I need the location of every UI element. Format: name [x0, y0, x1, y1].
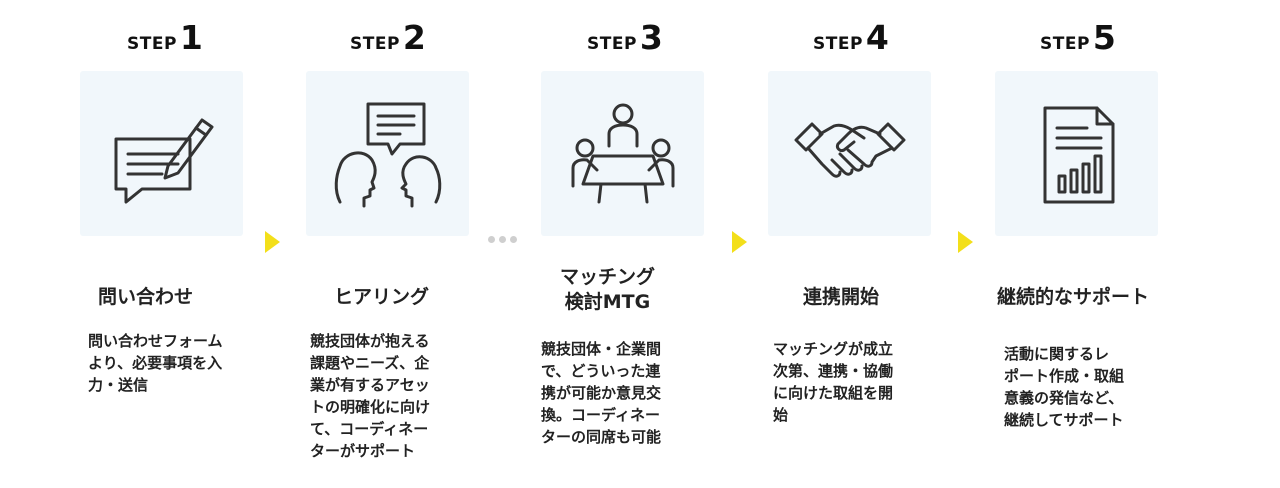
step-1-label: STEP1: [127, 18, 203, 57]
step-3-icon-box: [541, 71, 704, 236]
flow-arrow-2: [732, 231, 747, 253]
form-pen-icon: [114, 118, 213, 203]
step-1-icon-box: [80, 71, 243, 236]
step-word: STEP: [1040, 34, 1090, 54]
step-number: 2: [402, 18, 426, 57]
step-number: 3: [639, 18, 663, 57]
step-word: STEP: [350, 34, 400, 54]
step-4-label: STEP4: [813, 18, 889, 57]
step-4-description: マッチングが成立 次第、連携・協働 に向けた取組を開 始: [773, 340, 894, 424]
step-2-title: ヒアリング: [334, 286, 430, 308]
step-3-label: STEP3: [587, 18, 663, 57]
flow-arrow-1: [265, 231, 280, 253]
step-word: STEP: [813, 34, 863, 54]
meeting-icon: [571, 103, 674, 203]
step-2-description: 競技団体が抱える 課題やニーズ、企 業が有するアセッ トの明確化に向け て、コー…: [310, 332, 431, 460]
step-4-icon-box: [768, 71, 931, 236]
handshake-icon: [794, 122, 905, 178]
conversation-icon: [334, 102, 441, 207]
step-number: 5: [1092, 18, 1116, 57]
step-4-title: 連携開始: [803, 286, 880, 308]
step-2-icon-box: [306, 71, 469, 236]
step-2-label: STEP2: [350, 18, 426, 57]
dot: [488, 236, 495, 243]
step-number: 4: [865, 18, 889, 57]
step-3-title: マッチング 検討MTG: [560, 266, 656, 313]
step-number: 1: [179, 18, 203, 57]
step-1-title: 問い合わせ: [98, 286, 194, 308]
flow-arrow-3: [958, 231, 973, 253]
step-5-label: STEP5: [1040, 18, 1116, 57]
step-word: STEP: [587, 34, 637, 54]
step-5-description: 活動に関するレ ポート作成・取組 意義の発信など、 継続してサポート: [1004, 345, 1125, 429]
flow-dots: [488, 236, 517, 243]
step-word: STEP: [127, 34, 177, 54]
dot: [499, 236, 506, 243]
step-1-description: 問い合わせフォーム より、必要事項を入 力・送信: [88, 332, 223, 394]
step-3-description: 競技団体・企業間 で、どういった連 携が可能か意見交 換。コーディネー ターの同…: [541, 340, 662, 446]
dot: [510, 236, 517, 243]
step-5-icon-box: [995, 71, 1158, 236]
step-5-title: 継続的なサポート: [997, 286, 1150, 308]
report-chart-icon: [1043, 106, 1114, 203]
